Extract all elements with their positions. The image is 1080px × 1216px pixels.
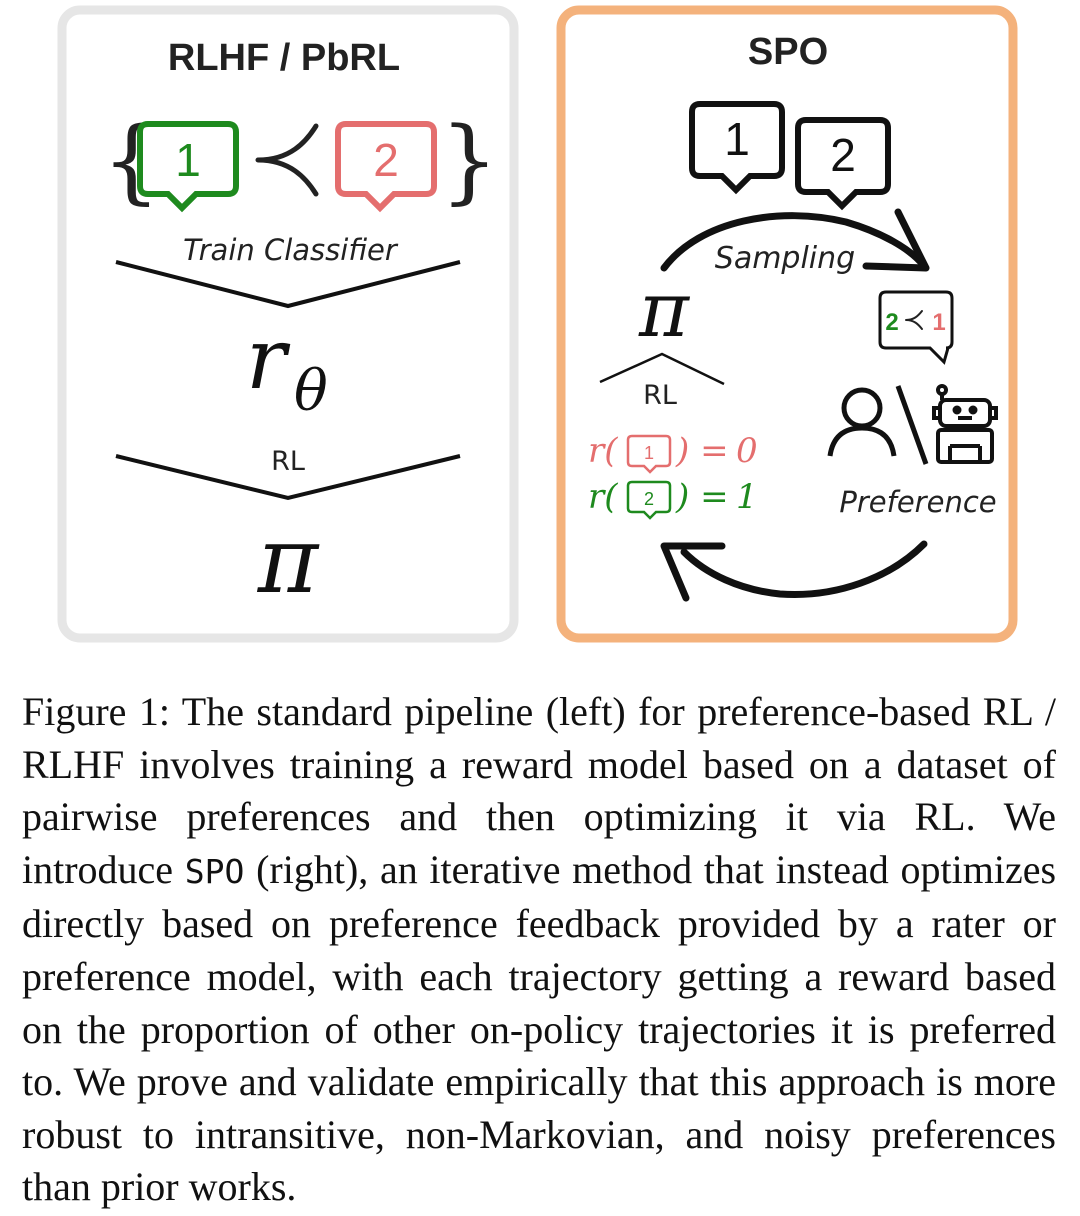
reward-equation-sample-1: r( 1 ) = 0 <box>588 431 758 474</box>
left-panel-title: RLHF / PbRL <box>168 37 400 79</box>
reward-model-r: r <box>246 310 291 408</box>
preference-relation-symbol <box>255 123 319 197</box>
right-policy-symbol: π <box>638 265 691 354</box>
feedback-arrow <box>680 540 928 599</box>
reward-equation-sample-2: r( 2 ) = 1 <box>588 477 758 520</box>
svg-text:) =: ) = <box>675 477 729 517</box>
left-policy-symbol: π <box>257 507 320 614</box>
reward-equation-1-label: 1 <box>644 443 654 463</box>
left-rl-label: RL <box>271 446 305 477</box>
left-close-brace: } <box>440 107 499 214</box>
left-rl-arrow <box>115 454 461 501</box>
preference-result-bubble: 2 1 <box>878 290 954 365</box>
train-classifier-arrow <box>115 260 461 309</box>
preference-result-loser: 1 <box>932 309 945 336</box>
sampling-label: Sampling <box>715 241 855 276</box>
sampling-arrow <box>660 212 928 272</box>
reward-equation-1-value: 0 <box>736 431 758 471</box>
svg-text:r(: r( <box>588 477 618 517</box>
preferred-response-label: 1 <box>175 134 201 186</box>
caption-label: Figure 1: <box>22 689 171 734</box>
rejected-response-label: 2 <box>373 134 399 186</box>
sample-1-label: 1 <box>724 113 750 165</box>
figure-caption: Figure 1: The standard pipeline (left) f… <box>22 686 1056 1214</box>
right-panel-border <box>556 5 1018 643</box>
svg-text:) =: ) = <box>675 431 729 471</box>
right-rl-caret <box>599 352 725 386</box>
right-rl-label: RL <box>643 380 677 411</box>
reward-model-theta: θ <box>294 359 328 424</box>
caption-method-name: SPO <box>184 851 245 891</box>
preference-result-winner: 2 <box>885 309 898 336</box>
preferred-response-bubble: 1 <box>137 121 239 213</box>
caption-text-part2: (right), an iterative method that instea… <box>22 846 1057 1210</box>
rejected-response-bubble: 2 <box>335 121 437 213</box>
feedback-arrowhead <box>660 542 726 602</box>
train-classifier-label: Train Classifier <box>183 233 399 267</box>
caption-text-part1: The standard pipeline (left) for prefere… <box>22 689 1057 892</box>
sample-2-label: 2 <box>830 129 856 181</box>
sample-1-bubble: 1 <box>689 101 785 195</box>
figure-1-diagram: RLHF / PbRL { } 1 2 Train Classifier r θ… <box>57 5 1018 643</box>
reward-equation-2-value: 1 <box>736 477 758 517</box>
preference-label: Preference <box>839 485 996 519</box>
preference-result-succ <box>905 310 923 330</box>
right-panel-title: SPO <box>748 31 828 73</box>
reward-model-symbol: r θ <box>246 310 328 424</box>
human-rater-icon <box>827 387 897 457</box>
reward-equation-2-label: 2 <box>644 489 654 509</box>
right-panel: SPO 1 2 Sampling π RL 2 1 <box>556 5 1018 643</box>
left-panel: RLHF / PbRL { } 1 2 Train Classifier r θ… <box>57 5 519 643</box>
rater-divider <box>895 385 929 465</box>
svg-text:r(: r( <box>588 431 618 471</box>
robot-rater-icon <box>932 384 998 464</box>
sampling-arrowhead <box>862 208 930 272</box>
sample-2-bubble: 2 <box>795 117 891 211</box>
